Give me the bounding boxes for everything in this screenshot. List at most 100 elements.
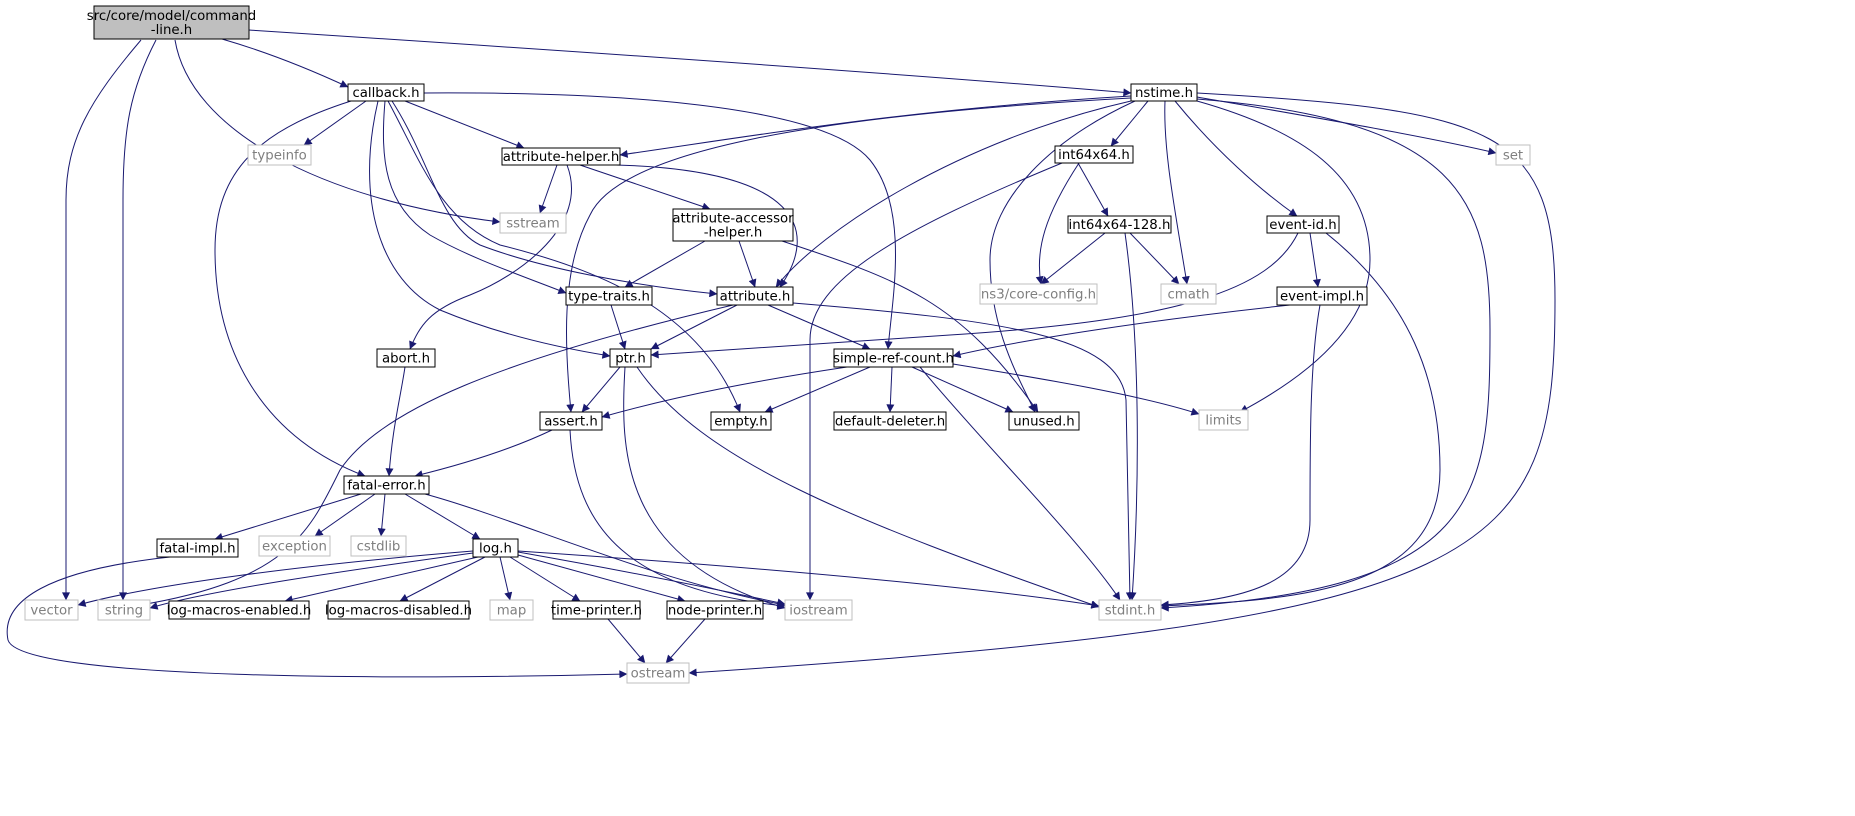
node-label-limits: limits bbox=[1205, 414, 1241, 429]
node-cstdlib: cstdlib bbox=[350, 535, 407, 557]
node-nstime[interactable]: nstime.h bbox=[1130, 83, 1198, 102]
node-box-limits bbox=[1198, 409, 1249, 431]
node-box-vector bbox=[24, 599, 79, 621]
edge-simple-ref-count-to-stdint bbox=[919, 366, 1121, 601]
node-unused[interactable]: unused.h bbox=[1008, 411, 1080, 431]
node-box-int64x64 bbox=[1054, 145, 1134, 164]
edge-int64x64-to-ns3-core-config bbox=[1035, 162, 1080, 285]
node-event-id[interactable]: event-id.h bbox=[1266, 215, 1340, 234]
edge-command-line-to-sstream bbox=[174, 39, 501, 226]
edge-assert-to-iostream bbox=[569, 429, 786, 610]
edge-attribute-helper-to-abort bbox=[409, 164, 573, 350]
node-box-type-traits bbox=[565, 286, 653, 306]
node-empty[interactable]: empty.h bbox=[710, 411, 772, 431]
edge-callback-to-typeinfo bbox=[303, 100, 367, 146]
edge-int64x64-128-to-ns3-core-config bbox=[1040, 232, 1106, 285]
node-log[interactable]: log.h bbox=[472, 538, 519, 558]
node-abort[interactable]: abort.h bbox=[376, 348, 436, 368]
node-label-command-line-line-2: -line.h bbox=[151, 23, 192, 38]
node-string: string bbox=[97, 599, 151, 621]
node-box-map bbox=[489, 599, 534, 621]
edge-attribute-to-ptr bbox=[650, 304, 738, 350]
node-type-traits[interactable]: type-traits.h bbox=[565, 286, 653, 306]
edge-nstime-to-int64x64 bbox=[1110, 100, 1149, 147]
node-label-event-impl: event-impl.h bbox=[1280, 290, 1364, 305]
edge-int64x64-to-int64x64-128 bbox=[1077, 162, 1109, 217]
node-simple-ref-count[interactable]: simple-ref-count.h bbox=[833, 348, 954, 368]
edge-attribute-helper-to-attribute-accessor-helper bbox=[579, 164, 711, 211]
edge-callback-to-type-traits bbox=[383, 100, 567, 294]
node-label-log-macros-enabled: log-macros-enabled.h bbox=[167, 604, 312, 619]
node-box-callback bbox=[347, 83, 425, 102]
edge-nstime-to-set bbox=[1196, 96, 1497, 156]
edge-nstime-to-cmath bbox=[1164, 100, 1190, 285]
node-box-event-impl bbox=[1276, 286, 1368, 306]
node-node-printer[interactable]: node-printer.h bbox=[666, 600, 764, 620]
node-fatal-error[interactable]: fatal-error.h bbox=[343, 475, 430, 495]
node-box-log-macros-enabled bbox=[168, 600, 310, 620]
node-label-simple-ref-count: simple-ref-count.h bbox=[833, 352, 954, 367]
node-attribute[interactable]: attribute.h bbox=[716, 286, 794, 306]
node-box-fatal-error bbox=[343, 475, 430, 495]
node-command-line[interactable]: src/core/model/command-line.h bbox=[87, 5, 256, 40]
node-assert[interactable]: assert.h bbox=[539, 411, 603, 431]
node-label-empty: empty.h bbox=[714, 415, 767, 430]
edge-simple-ref-count-to-assert bbox=[601, 366, 848, 419]
node-attribute-helper[interactable]: attribute-helper.h bbox=[501, 147, 621, 166]
edge-type-traits-to-ptr bbox=[610, 304, 627, 350]
edge-ptr-to-assert bbox=[581, 366, 621, 413]
edge-simple-ref-count-to-unused bbox=[911, 366, 1014, 413]
node-box-attribute bbox=[716, 286, 794, 306]
include-dependency-graph: src/core/model/command-line.h callback.h n… bbox=[6, 5, 1556, 684]
edge-callback-to-simple-ref-count bbox=[423, 92, 896, 350]
node-log-macros-enabled[interactable]: log-macros-enabled.h bbox=[167, 600, 312, 620]
node-label-abort: abort.h bbox=[382, 352, 430, 367]
node-box-ptr bbox=[609, 348, 652, 368]
edge-nstime-to-stdint bbox=[1160, 98, 1491, 612]
edge-simple-ref-count-to-empty bbox=[764, 366, 871, 413]
node-log-macros-disabled[interactable]: log-macros-disabled.h bbox=[325, 600, 472, 620]
node-ptr[interactable]: ptr.h bbox=[609, 348, 652, 368]
node-label-cstdlib: cstdlib bbox=[357, 540, 401, 555]
node-box-nstime bbox=[1130, 83, 1198, 102]
node-label-time-printer: time-printer.h bbox=[551, 604, 642, 619]
edge-simple-ref-count-to-default-deleter bbox=[886, 366, 895, 413]
node-int64x64-128[interactable]: int64x64-128.h bbox=[1067, 215, 1172, 234]
edge-nstime-to-assert bbox=[565, 97, 1132, 413]
node-event-impl[interactable]: event-impl.h bbox=[1276, 286, 1368, 306]
node-label-assert: assert.h bbox=[544, 415, 598, 430]
edge-nstime-to-attribute bbox=[775, 100, 1132, 288]
node-box-string bbox=[97, 599, 151, 621]
node-label-event-id: event-id.h bbox=[1269, 218, 1336, 233]
node-box-unused bbox=[1008, 411, 1080, 431]
node-label-stdint: stdint.h bbox=[1105, 604, 1156, 619]
node-int64x64[interactable]: int64x64.h bbox=[1054, 145, 1134, 164]
edge-nstime-to-unused bbox=[989, 100, 1136, 413]
node-box-ns3-core-config bbox=[979, 283, 1098, 305]
edge-command-line-to-string bbox=[119, 39, 157, 601]
node-fatal-impl[interactable]: fatal-impl.h bbox=[156, 538, 239, 558]
node-box-attribute-accessor-helper bbox=[672, 208, 794, 242]
node-box-log bbox=[472, 538, 519, 558]
edge-event-id-to-event-impl bbox=[1309, 232, 1321, 288]
edge-callback-to-attribute bbox=[391, 100, 718, 298]
node-box-simple-ref-count bbox=[833, 348, 954, 368]
node-label-string: string bbox=[105, 604, 143, 619]
edge-fatal-error-to-iostream bbox=[424, 493, 786, 608]
node-attribute-accessor-helper[interactable]: attribute-accessor-helper.h bbox=[672, 208, 794, 242]
nodes-layer: src/core/model/command-line.h callback.h n… bbox=[24, 5, 1531, 684]
node-callback[interactable]: callback.h bbox=[347, 83, 425, 102]
node-cmath: cmath bbox=[1160, 283, 1217, 305]
node-box-assert bbox=[539, 411, 603, 431]
node-box-stdint bbox=[1098, 599, 1162, 621]
node-label-ostream: ostream bbox=[631, 667, 686, 682]
node-vector: vector bbox=[24, 599, 79, 621]
node-label-unused: unused.h bbox=[1013, 415, 1075, 430]
node-label-ns3-core-config: ns3/core-config.h bbox=[981, 288, 1096, 303]
node-default-deleter[interactable]: default-deleter.h bbox=[833, 411, 947, 431]
node-label-fatal-impl: fatal-impl.h bbox=[159, 542, 235, 557]
node-time-printer[interactable]: time-printer.h bbox=[551, 600, 642, 620]
node-box-cmath bbox=[1160, 283, 1217, 305]
edge-ptr-to-iostream bbox=[623, 366, 786, 610]
node-box-cstdlib bbox=[350, 535, 407, 557]
